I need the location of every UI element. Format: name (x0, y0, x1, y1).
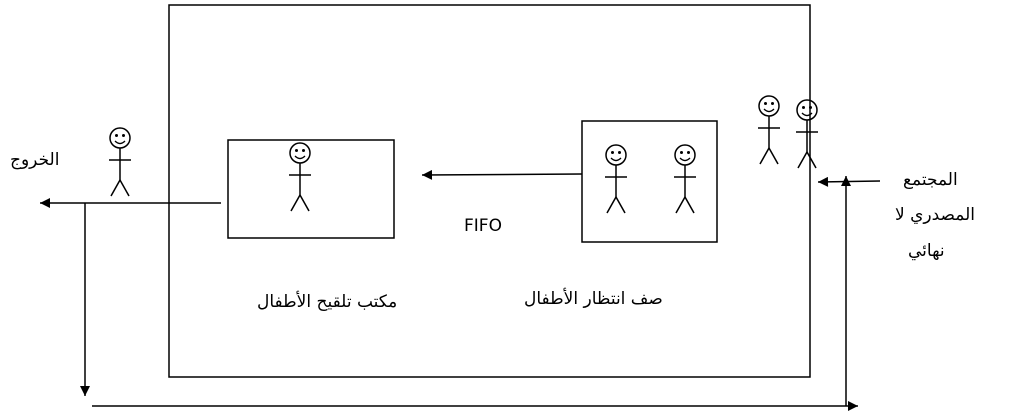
queue-to-service-arrow (421, 169, 583, 180)
person-icon (108, 127, 132, 197)
arrival-arrow (817, 176, 881, 187)
person-icon (288, 142, 312, 212)
queue-label: صف انتظار الأطفال (524, 289, 663, 309)
source-label-line2: المصدري لا (895, 205, 976, 225)
fifo-label: FIFO (464, 216, 502, 236)
person-icon (757, 95, 781, 165)
person-icon (673, 144, 697, 214)
queue-box (581, 120, 718, 243)
person-icon (604, 144, 628, 214)
source-label-line1: المجتمع (903, 170, 958, 190)
system-boundary (168, 4, 811, 378)
service-box (227, 139, 395, 239)
service-label: مكتب تلقيح الأطفال (257, 292, 398, 312)
person-icon (795, 99, 819, 169)
exit-label: الخروج (10, 150, 60, 170)
source-label-line3: نهائي (908, 241, 945, 261)
